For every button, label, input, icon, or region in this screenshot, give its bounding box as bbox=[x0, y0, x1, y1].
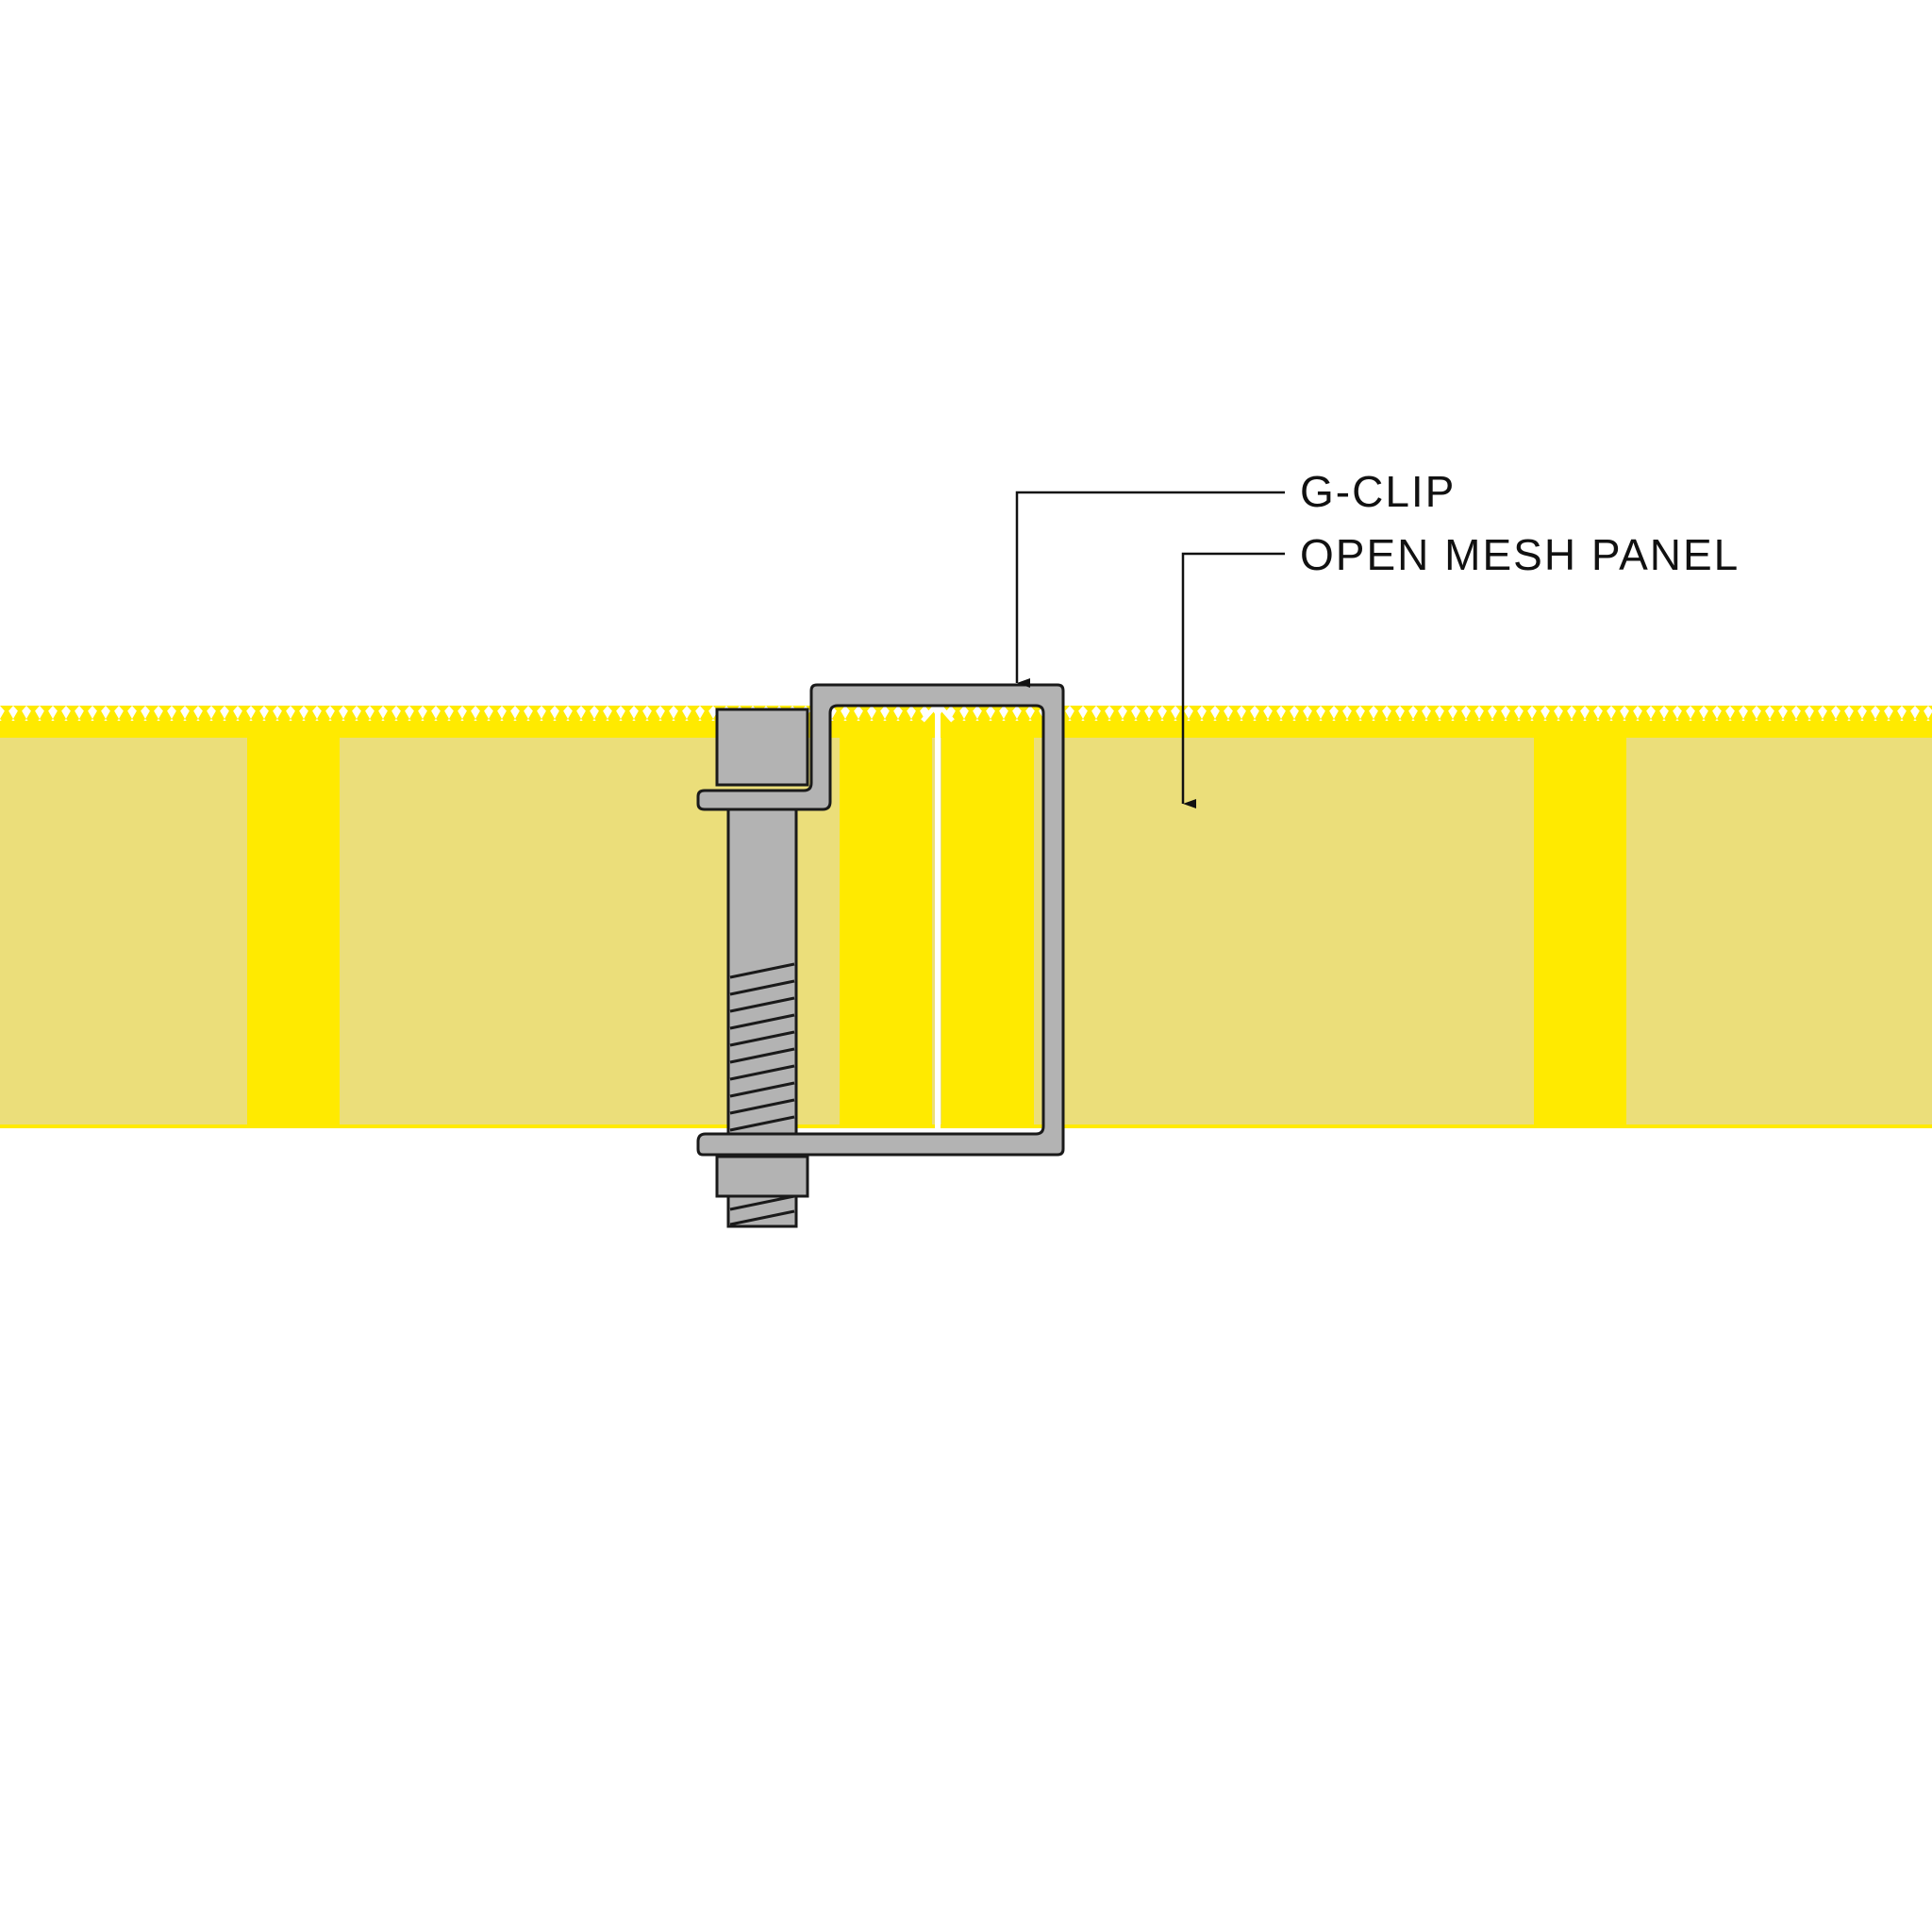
g-clip-label: G-CLIP bbox=[1300, 467, 1456, 516]
bolt-assembly bbox=[715, 708, 809, 1228]
g-clip-callout: G-CLIP bbox=[1015, 467, 1456, 688]
open-mesh-panel-callout: OPEN MESH PANEL bbox=[1181, 530, 1740, 808]
open-mesh-panel-label: OPEN MESH PANEL bbox=[1300, 530, 1740, 579]
bearing-bar-3 bbox=[941, 723, 1034, 1128]
bearing-bar-1 bbox=[247, 723, 340, 1128]
open-mesh-panel bbox=[0, 700, 1932, 1132]
bolt-head bbox=[715, 708, 809, 787]
g-clip-outline bbox=[696, 683, 1065, 1157]
panel-serrated-top-edge bbox=[0, 706, 1932, 723]
g-clip bbox=[696, 683, 1065, 1157]
bearing-bar-4 bbox=[1534, 723, 1626, 1128]
open-mesh-panel-leader-line bbox=[1181, 552, 1285, 808]
bearing-bar-2 bbox=[840, 723, 932, 1128]
nut bbox=[715, 1155, 809, 1198]
g-clip-leader-line bbox=[1015, 491, 1285, 688]
